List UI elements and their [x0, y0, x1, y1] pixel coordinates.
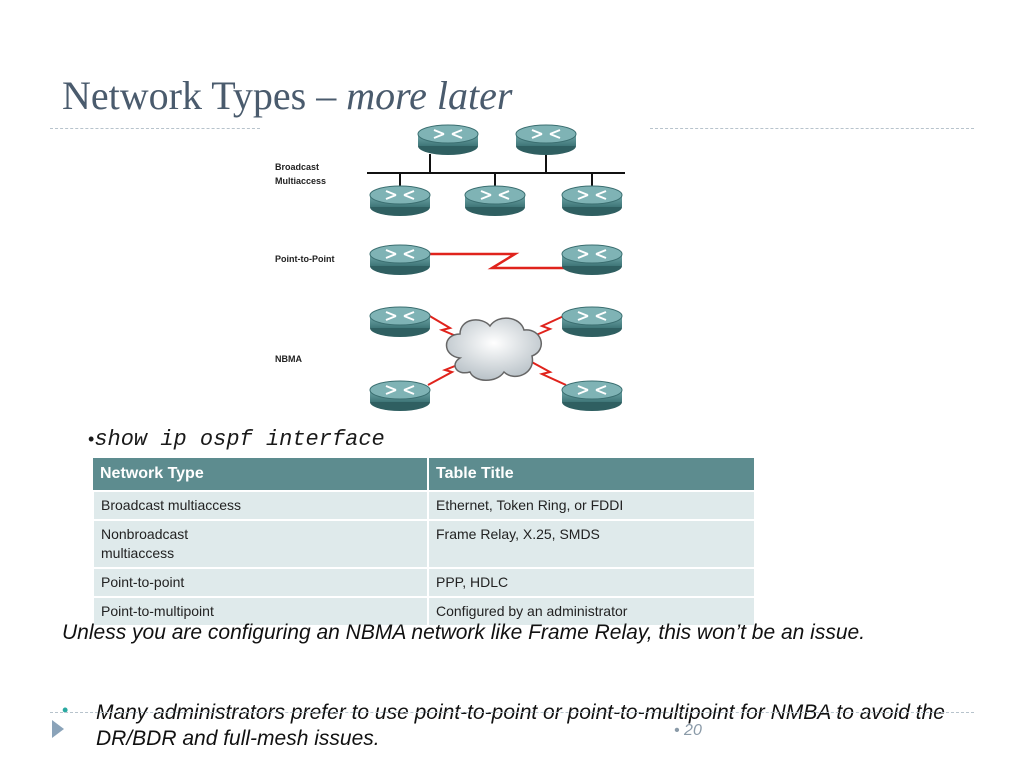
router-icon — [417, 124, 479, 156]
serial-link — [428, 252, 568, 270]
router-icon — [369, 380, 431, 412]
title-main: Network Types – — [62, 73, 347, 118]
table-row: Broadcast multiaccess Ethernet, Token Ri… — [92, 490, 756, 521]
table-cell: Nonbroadcast multiaccess — [92, 519, 429, 569]
label-point-to-point: Point-to-Point — [275, 254, 334, 264]
router-icon — [369, 185, 431, 217]
page-number-value: 20 — [684, 722, 702, 739]
table-cell: Broadcast multiaccess — [92, 490, 429, 521]
table-row: Nonbroadcast multiaccess Frame Relay, X.… — [92, 519, 756, 569]
table-cell: Ethernet, Token Ring, or FDDI — [427, 490, 756, 521]
label-multiaccess: Multiaccess — [275, 176, 326, 186]
command-line: •show ip ospf interface — [88, 427, 385, 452]
network-types-diagram: Broadcast Multiaccess Point-to-Point NBM… — [275, 124, 625, 412]
title-rule-left — [50, 128, 260, 129]
header-network-type: Network Type — [93, 458, 429, 491]
footer-rule — [50, 712, 974, 713]
note-paragraph-2: Many administrators prefer to use point-… — [96, 701, 945, 750]
title-rule-right — [650, 128, 974, 129]
router-icon — [561, 306, 623, 338]
router-icon — [561, 380, 623, 412]
network-type-table: Network Type Table Title Broadcast multi… — [92, 458, 756, 627]
note-text-1: Unless you are configuring an NBMA netwo… — [62, 621, 866, 644]
note-bullet-2: • — [62, 700, 69, 720]
label-broadcast: Broadcast — [275, 162, 319, 172]
slide-title: Network Types – more later — [62, 72, 512, 120]
label-nbma: NBMA — [275, 354, 302, 364]
nav-triangle-icon — [52, 720, 64, 738]
router-icon — [515, 124, 577, 156]
table-header-row: Network Type Table Title — [93, 458, 756, 491]
table-row: Point-to-multipoint Configured by an adm… — [92, 596, 756, 627]
router-icon — [369, 306, 431, 338]
title-italic: more later — [346, 73, 513, 118]
router-icon — [561, 185, 623, 217]
cloud-icon — [445, 317, 542, 381]
table-row: Point-to-point PPP, HDLC — [92, 567, 756, 598]
table-cell: Point-to-multipoint — [92, 596, 429, 627]
header-table-title: Table Title — [428, 458, 756, 491]
router-icon — [464, 185, 526, 217]
note-paragraph-1: Unless you are configuring an NBMA netwo… — [62, 620, 1014, 646]
router-icon — [369, 244, 431, 276]
table-cell: Configured by an administrator — [427, 596, 756, 627]
router-icon — [561, 244, 623, 276]
table-cell: PPP, HDLC — [427, 567, 756, 598]
command-text: show ip ospf interface — [94, 427, 385, 452]
page-number: • 20 — [674, 722, 702, 739]
table-cell: Point-to-point — [92, 567, 429, 598]
bullet: • — [88, 429, 95, 449]
table-cell: Frame Relay, X.25, SMDS — [427, 519, 756, 569]
